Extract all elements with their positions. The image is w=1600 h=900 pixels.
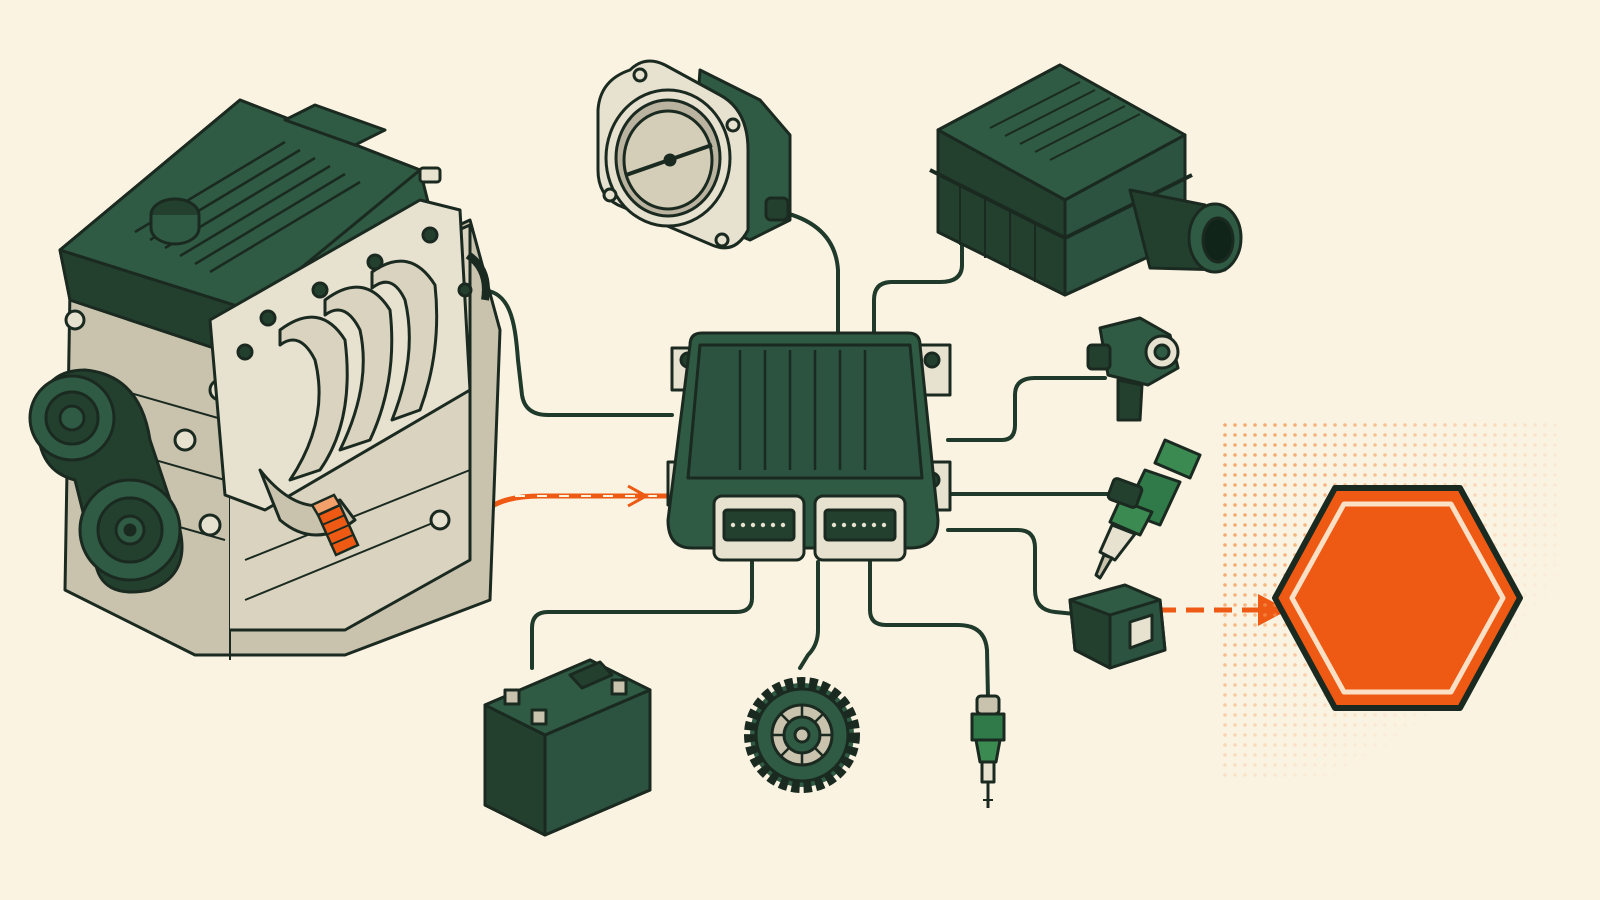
crank-gear-icon — [744, 677, 860, 793]
camshaft-sensor-icon — [1086, 316, 1180, 422]
wire-ecu-to-camshaft-sensor — [946, 376, 1107, 442]
temperature-sensor-icon — [970, 694, 1006, 808]
oxygen-sensor-icon — [310, 493, 360, 557]
air-filter-box-icon — [929, 63, 1243, 297]
fuel-injector-icon — [1094, 438, 1202, 580]
battery-icon — [483, 658, 652, 837]
wire-engine-to-ecu — [478, 288, 674, 417]
warning-hexagon-icon — [1220, 420, 1560, 780]
engine-control-unit-icon — [666, 331, 952, 562]
relay-module-icon — [1068, 583, 1167, 670]
ecu-connector-pins — [730, 522, 887, 528]
engine-block-icon — [28, 98, 502, 660]
wire-throttle-to-ecu — [780, 210, 840, 337]
throttle-body-icon — [596, 59, 792, 250]
wire-airbox-to-ecu — [872, 236, 964, 337]
wire-ecu-to-gear — [798, 560, 820, 670]
wire-ecu-to-temp-sensor — [868, 560, 990, 700]
wire-ecu-to-relay — [946, 528, 1077, 616]
wire-ecu-to-battery — [530, 560, 754, 670]
wire-harness — [478, 210, 1112, 700]
